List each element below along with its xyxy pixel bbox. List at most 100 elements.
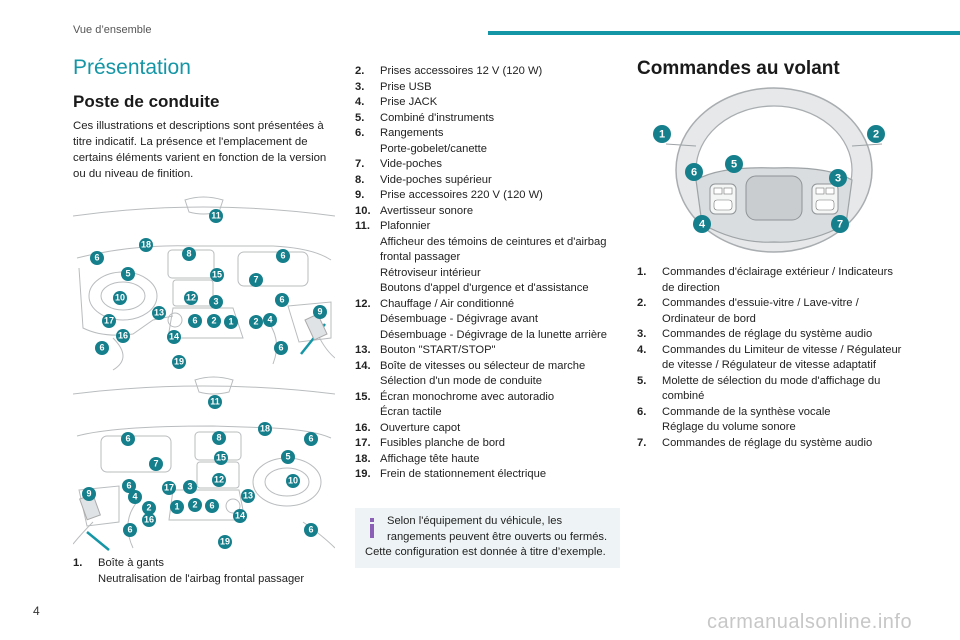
list-item: 3.Commandes de réglage du système audio [637,327,907,343]
item-text: Affichage tête haute [380,452,618,468]
list-item: 10. Avertisseur sonore [355,204,618,220]
item-line: Écran tactile [380,406,442,418]
callout-badge: 6 [275,293,289,307]
callout-circle [210,268,224,282]
callout-circle [90,251,104,265]
callout-badge: 15 [210,268,224,282]
list-item: 7.Commandes de réglage du système audio [637,436,907,452]
callout-number: 9 [317,307,322,317]
callout-circle [725,155,743,173]
callout-number: 15 [212,270,222,280]
callout-circle [224,315,238,329]
item-line: Fusibles planche de bord [380,437,506,449]
callout-badge: 2 [188,498,202,512]
item-text: Ouverture capot [380,421,618,437]
item-line: Prise JACK [380,96,438,108]
header-accent-bar [488,31,960,35]
callout-number: 6 [280,251,285,261]
callout-badge: 9 [313,305,327,319]
list-item: 13.Bouton "START/STOP" [355,343,618,359]
left-column: Présentation Poste de conduite Ces illus… [73,56,335,182]
callout-badge: 5 [281,450,295,464]
item-text: Bouton "START/STOP" [380,343,618,359]
item-line: Commandes d'éclairage extérieur / Indica… [662,266,893,294]
item-line: Frein de stationnement électrique [380,468,547,480]
callout-circle [212,473,226,487]
callout-badge: 6 [304,523,318,537]
callout-badge: 7 [249,273,263,287]
callout-number: 16 [118,331,128,341]
item-number: 5. [637,374,647,387]
item-line: Porte-gobelet/canette [380,142,487,155]
item-line: Avertisseur sonore [380,204,474,217]
item-number: 10. [355,204,371,217]
callout-number: 2 [253,317,258,327]
callout-circle [233,509,247,523]
item-number: 4. [355,96,365,108]
callout-badge: 17 [102,314,116,328]
list-item: 1.Commandes d'éclairage extérieur / Indi… [637,265,907,296]
callout-badge: 1 [224,315,238,329]
list-item: 7.Vide-poches [355,157,618,173]
callout-number: 4 [132,492,137,502]
callout-circle [152,306,166,320]
item-line: Bouton "START/STOP" [380,344,496,356]
callout-circle [113,291,127,305]
callout-badge: 9 [82,487,96,501]
callout-badge: 12 [184,291,198,305]
callout-number: 6 [691,166,697,178]
callout-number: 3 [835,172,841,184]
item-number: 9. [355,189,365,201]
callout-number: 7 [253,275,258,285]
item-number: 6. [637,405,647,418]
callout-badge: 1 [170,500,184,514]
item-line: Prise USB [380,80,432,93]
callout-badge: 19 [218,535,232,549]
callout-number: 13 [243,491,253,501]
callout-circle [209,209,223,223]
item-number: 5. [355,111,365,124]
callout-number: 2 [211,316,216,326]
running-head: Vue d’ensemble [73,24,152,36]
callout-badge: 5 [725,155,743,173]
callout-badge: 6 [276,249,290,263]
item-number: 7. [355,158,365,170]
callout-badge: 18 [258,422,272,436]
callout-circle [167,330,181,344]
callout-badge: 3 [183,480,197,494]
item-line: Désembuage - Dégivrage de la lunette arr… [380,328,607,341]
item-line: Commandes de réglage du système audio [662,328,873,340]
item-text: Vide-poches supérieur [380,173,618,189]
callout-circle [162,481,176,495]
callout-circle [128,490,142,504]
item-text: Fusibles planche de bord [380,436,618,452]
callout-badge: 18 [139,238,153,252]
list-item: 14.Boîte de vitesses ou sélecteur de mar… [355,359,618,390]
dashboard-item-list: 2.Prises accessoires 12 V (120 W)3.Prise… [355,64,618,483]
callout-number: 1 [228,317,233,327]
list-item: 2.Commandes d'essuie-vitre / Lave-vitre … [637,296,907,327]
callout-badge: 12 [212,473,226,487]
list-item: 2.Prises accessoires 12 V (120 W) [355,64,618,80]
callout-number: 14 [169,332,179,342]
callout-badge: 14 [167,330,181,344]
callout-number: 7 [153,459,158,469]
list-item: 17.Fusibles planche de bord [355,436,618,452]
callout-circle [275,293,289,307]
callout-circle [263,313,277,327]
item-text: Prise USB [380,80,618,96]
watermark: carmanualsonline.info [707,611,913,633]
callout-number: 4 [699,218,706,230]
callout-circle [209,295,223,309]
callout-circle [149,457,163,471]
callout-circle [685,163,703,181]
callout-number: 5 [125,269,130,279]
callout-circle [188,498,202,512]
